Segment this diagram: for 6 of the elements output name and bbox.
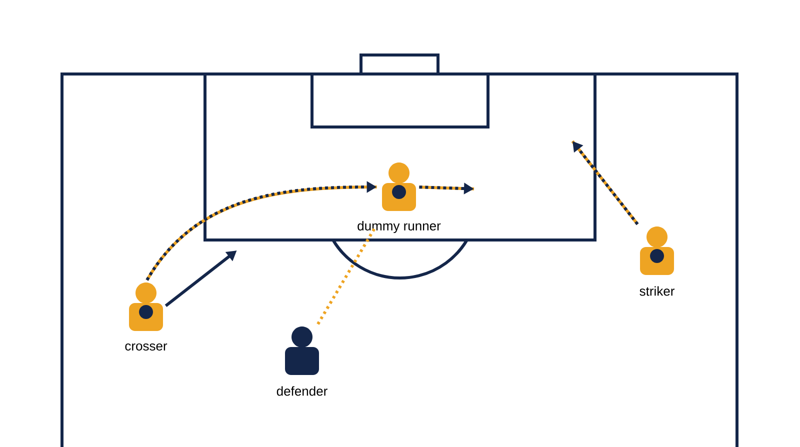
player-label: dummy runner [358,220,441,234]
arrow [571,140,639,226]
player-label: defender [276,386,328,396]
arrow [146,181,377,281]
player-label: striker [640,286,674,296]
player-label: crosser [125,343,168,351]
